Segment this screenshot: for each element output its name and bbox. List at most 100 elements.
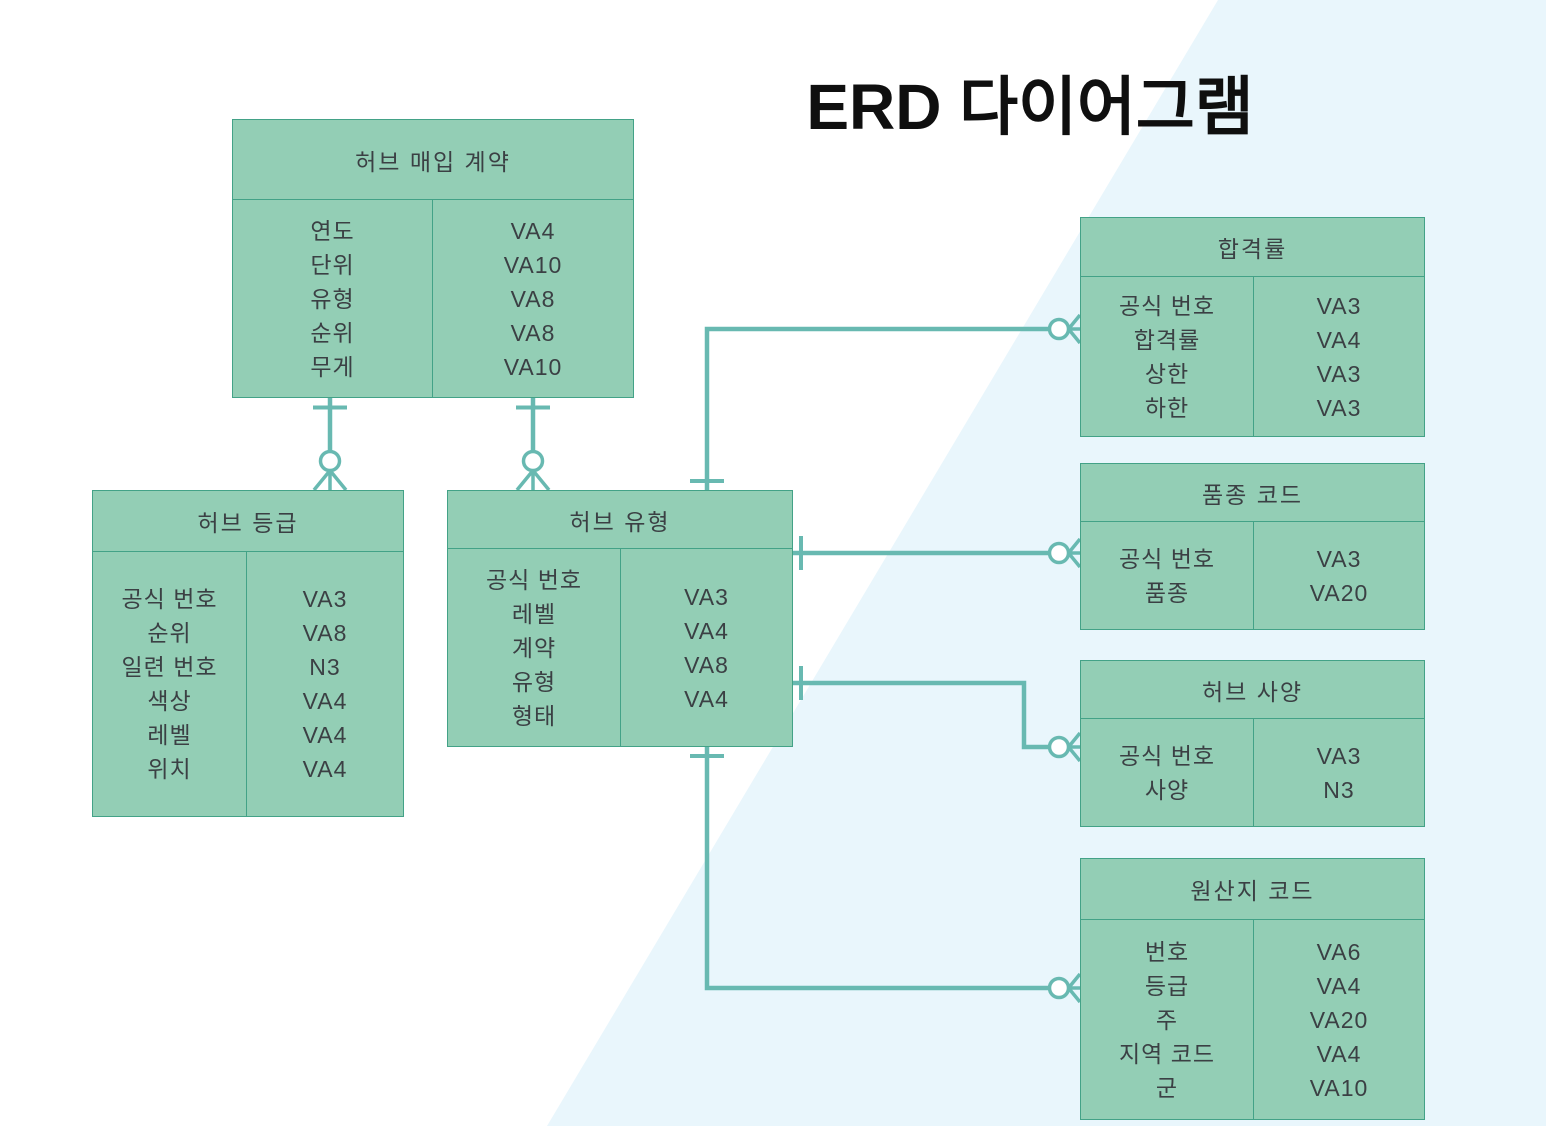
field-type: VA20: [1309, 579, 1369, 606]
field-type: VA6: [1316, 938, 1362, 965]
field-type: VA10: [503, 353, 563, 380]
crow-foot-many-icon: [1067, 731, 1082, 763]
connector-type-to-origin-code: [690, 747, 1082, 1004]
field-type: VA3: [1316, 292, 1362, 319]
crow-foot-many-icon: [515, 469, 551, 492]
entity-title: 원산지 코드: [1081, 859, 1424, 920]
zero-cardinality-ring: [521, 449, 545, 473]
field-type: VA3: [1316, 394, 1362, 421]
field-type: VA8: [302, 620, 348, 646]
page-title: ERD 다이어그램: [806, 71, 1254, 143]
field-name: 레벨: [147, 722, 192, 748]
crow-foot-many-icon: [1067, 537, 1082, 569]
field-type: VA3: [684, 583, 729, 610]
field-type: N3: [1323, 776, 1355, 803]
entity-title: 허브 매입 계약: [233, 120, 633, 200]
field-name: 색상: [147, 688, 192, 714]
field-name: 지역 코드: [1118, 1040, 1216, 1067]
field-type: VA4: [1316, 326, 1362, 353]
field-name: 유형: [511, 668, 557, 695]
zero-cardinality-ring: [318, 449, 342, 473]
connector-type-to-pass-rate: [690, 313, 1082, 490]
field-type: VA4: [302, 722, 348, 748]
field-name: 무게: [310, 353, 355, 380]
field-type: VA8: [510, 285, 556, 312]
field-type: VA4: [684, 617, 729, 644]
field-name: 레벨: [511, 600, 557, 627]
entity-title: 합격률: [1081, 218, 1424, 277]
zero-cardinality-ring: [1047, 317, 1071, 341]
field-type: VA8: [684, 651, 729, 678]
crow-foot-many-icon: [1067, 972, 1082, 1004]
field-type: VA4: [302, 756, 348, 782]
field-type: VA4: [1316, 1040, 1362, 1067]
field-name: 하한: [1144, 394, 1190, 421]
field-name: 공식 번호: [1118, 545, 1216, 572]
field-type: VA4: [510, 217, 556, 244]
field-name: 상한: [1144, 360, 1190, 387]
field-name: 계약: [511, 634, 557, 661]
field-type: VA3: [1316, 742, 1362, 769]
field-name: 연도: [310, 217, 355, 244]
field-type: VA3: [302, 586, 348, 612]
field-name: 등급: [1144, 972, 1190, 999]
field-type: VA20: [1309, 1006, 1369, 1033]
field-name: 군: [1155, 1074, 1179, 1101]
field-name: 단위: [310, 251, 355, 278]
connector-contract-to-type: [515, 398, 551, 492]
entity-title: 허브 등급: [93, 491, 403, 552]
crow-foot-many-icon: [1067, 313, 1082, 345]
field-name: 공식 번호: [485, 566, 583, 593]
connector-type-to-herb-spec: [793, 666, 1082, 763]
connector-type-to-variety-code: [793, 536, 1082, 570]
connector-contract-to-grade: [312, 398, 348, 492]
field-type: VA4: [302, 688, 348, 714]
field-type: VA4: [1316, 972, 1362, 999]
field-type: N3: [309, 654, 341, 680]
field-name: 유형: [310, 285, 355, 312]
field-name: 주: [1155, 1006, 1179, 1033]
field-type: VA8: [510, 319, 556, 346]
field-name: 순위: [147, 620, 192, 646]
field-name: 번호: [1144, 938, 1190, 965]
field-type: VA3: [1316, 545, 1362, 572]
zero-cardinality-ring: [1047, 976, 1071, 1000]
field-type: VA10: [1309, 1074, 1369, 1101]
field-name: 품종: [1144, 579, 1190, 606]
field-name: 사양: [1144, 776, 1190, 803]
zero-cardinality-ring: [1047, 541, 1071, 565]
field-type: VA10: [503, 251, 563, 278]
field-name: 공식 번호: [1118, 292, 1216, 319]
entity-title: 허브 유형: [448, 491, 792, 549]
entity-title: 품종 코드: [1081, 464, 1424, 522]
field-name: 일련 번호: [121, 654, 218, 680]
field-name: 형태: [511, 702, 557, 729]
